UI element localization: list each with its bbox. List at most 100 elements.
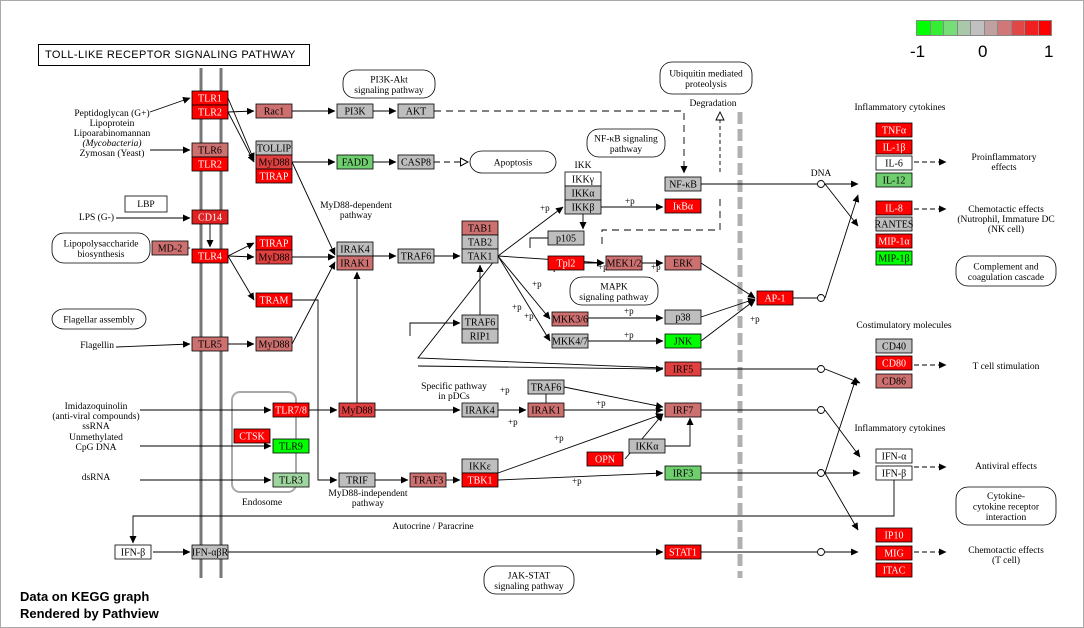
gene-akt[interactable]: AKT <box>397 103 435 119</box>
gene-ifnb1[interactable]: IFN-β <box>114 544 152 560</box>
gene-irf5[interactable]: IRF5 <box>664 361 702 377</box>
gene-ikkb[interactable]: IKKβ <box>564 199 602 215</box>
gene-myd88c[interactable]: MyD88 <box>255 336 293 352</box>
gene-ikka2[interactable]: IKKα <box>628 438 666 454</box>
gene-tlr6[interactable]: TLR6 <box>191 142 229 158</box>
gene-label: MKK3/6 <box>552 315 588 326</box>
phospho-label: +p <box>598 262 608 272</box>
gene-il8[interactable]: IL-8 <box>875 200 913 216</box>
gene-tnfa[interactable]: TNFα <box>875 122 913 138</box>
gene-ikke[interactable]: IKKε <box>461 458 499 474</box>
gene-tlr3[interactable]: TLR3 <box>272 472 310 488</box>
gene-irak1b[interactable]: IRAK1 <box>527 402 565 418</box>
gene-tlr9[interactable]: TLR9 <box>272 438 310 454</box>
gene-myd88d[interactable]: MyD88 <box>338 402 376 418</box>
gene-il6[interactable]: IL-6 <box>875 155 913 171</box>
gene-tlr2a[interactable]: TLR2 <box>191 104 229 120</box>
gene-mip1b[interactable]: MIP-1β <box>875 250 913 266</box>
label-text: T cell stimulation <box>973 362 1040 372</box>
gene-ikka1[interactable]: IKKα <box>564 185 602 201</box>
gene-p38[interactable]: p38 <box>664 309 702 325</box>
gene-ctsk[interactable]: CTSK <box>233 428 271 444</box>
gene-rac1[interactable]: Rac1 <box>255 103 293 119</box>
label-autocrine: Autocrine / Paracrine <box>392 522 473 532</box>
gene-traf6b[interactable]: TRAF6 <box>461 314 499 330</box>
gene-rip1[interactable]: RIP1 <box>461 328 499 344</box>
gene-cd14[interactable]: CD14 <box>191 209 229 225</box>
gene-ip10[interactable]: IP10 <box>875 527 913 543</box>
gene-traf6a[interactable]: TRAF6 <box>397 248 435 264</box>
gene-cd86[interactable]: CD86 <box>875 373 913 389</box>
pathway-link-flagellar[interactable]: Flagellar assembly <box>51 308 147 330</box>
gene-nfkb[interactable]: NF-κB <box>664 176 702 192</box>
gene-il1b[interactable]: IL-1β <box>875 139 913 155</box>
gene-tlr5[interactable]: TLR5 <box>191 336 229 352</box>
gene-erk[interactable]: ERK <box>664 255 702 271</box>
gene-tlr1[interactable]: TLR1 <box>191 90 229 106</box>
gene-pi3k[interactable]: PI3K <box>336 103 374 119</box>
pathway-link-text: Apoptosis <box>494 159 533 169</box>
gene-ikkg[interactable]: IKKγ <box>564 171 602 187</box>
gene-tollip[interactable]: TOLLIP <box>255 140 293 156</box>
gene-cd80[interactable]: CD80 <box>875 355 913 371</box>
legend-swatch <box>971 21 985 35</box>
gene-traf3[interactable]: TRAF3 <box>409 472 447 488</box>
gene-tlr2b[interactable]: TLR2 <box>191 156 229 172</box>
gene-fadd[interactable]: FADD <box>336 154 374 170</box>
gene-irak4b[interactable]: IRAK4 <box>461 402 499 418</box>
gene-itac[interactable]: ITAC <box>875 562 913 578</box>
gene-label: MIP-1β <box>878 254 909 265</box>
gene-myd88b[interactable]: MyD88 <box>255 249 293 265</box>
gene-mig[interactable]: MIG <box>875 545 913 561</box>
gene-tak1[interactable]: TAK1 <box>461 248 499 264</box>
gene-il12[interactable]: IL-12 <box>875 172 913 188</box>
gene-tirap1[interactable]: TIRAP <box>255 168 293 184</box>
gene-ap1[interactable]: AP-1 <box>756 290 794 306</box>
gene-ikba[interactable]: IκBα <box>664 198 702 214</box>
gene-tlr4[interactable]: TLR4 <box>191 248 229 264</box>
gene-irak4a[interactable]: IRAK4 <box>336 241 374 257</box>
gene-mkk47[interactable]: MKK4/7 <box>551 333 589 349</box>
gene-casp8[interactable]: CASP8 <box>397 154 435 170</box>
gene-ifna[interactable]: IFN-α <box>875 448 913 464</box>
gene-trif[interactable]: TRIF <box>338 472 376 488</box>
gene-label: TLR3 <box>279 476 303 487</box>
gene-tbk1[interactable]: TBK1 <box>461 472 499 488</box>
pathway-link-apoptosis[interactable]: Apoptosis <box>469 150 557 174</box>
gene-myd88a[interactable]: MyD88 <box>255 154 293 170</box>
gene-tab1[interactable]: TAB1 <box>461 220 499 236</box>
gene-cd40[interactable]: CD40 <box>875 338 913 354</box>
gene-rantes[interactable]: RANTES <box>875 216 914 232</box>
gene-tirap2[interactable]: TIRAP <box>255 235 293 251</box>
gene-ifnabr[interactable]: IFN-αβR <box>191 544 229 560</box>
gene-ifnb2[interactable]: IFN-β <box>875 465 913 481</box>
gene-irf3[interactable]: IRF3 <box>664 465 702 481</box>
label-infl-2: Inflammatory cytokines <box>854 423 945 434</box>
gene-irf7[interactable]: IRF7 <box>664 402 702 418</box>
gene-tpl2[interactable]: Tpl2 <box>547 255 585 271</box>
gene-stat1[interactable]: STAT1 <box>664 544 702 560</box>
gene-opn[interactable]: OPN <box>586 451 624 467</box>
gene-jnk[interactable]: JNK <box>664 333 702 349</box>
gene-md2[interactable]: MD-2 <box>151 240 189 256</box>
gene-traf6c[interactable]: TRAF6 <box>527 379 565 395</box>
gene-tab2[interactable]: TAB2 <box>461 234 499 250</box>
gene-mkk36[interactable]: MKK3/6 <box>551 311 589 327</box>
gene-mip1a[interactable]: MIP-1α <box>875 233 913 249</box>
gene-irak1a[interactable]: IRAK1 <box>336 255 374 271</box>
gene-label: Tpl2 <box>557 259 576 270</box>
gene-mek12[interactable]: MEK1/2 <box>605 255 643 271</box>
gene-tram[interactable]: TRAM <box>255 292 293 308</box>
gene-p105[interactable]: p105 <box>547 230 585 246</box>
gene-tlr78[interactable]: TLR7/8 <box>272 402 310 418</box>
